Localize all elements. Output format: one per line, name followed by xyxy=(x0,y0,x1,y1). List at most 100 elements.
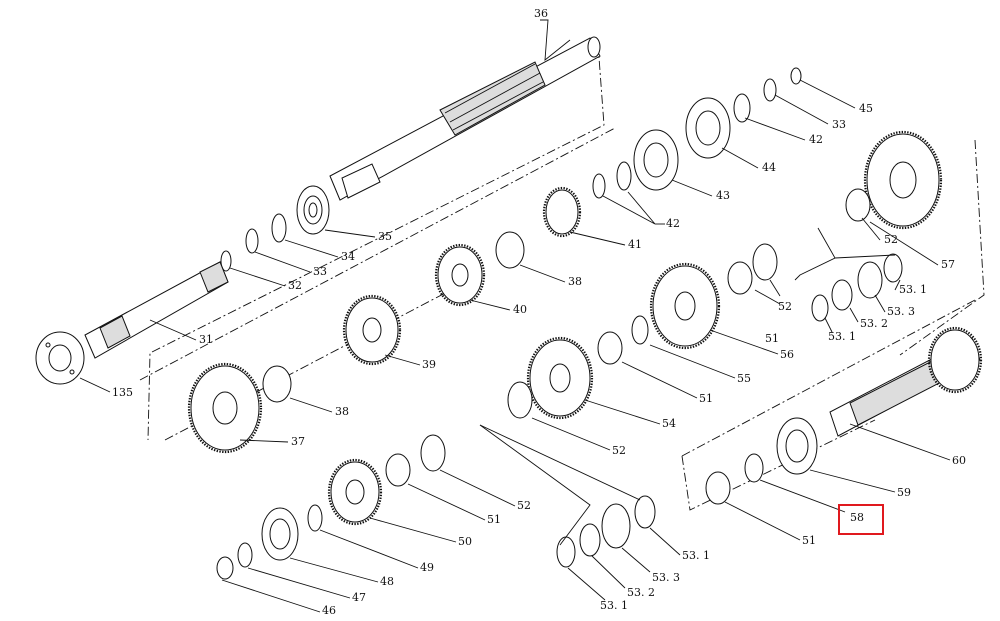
gear-39 xyxy=(342,294,402,366)
callout-47: 47 xyxy=(352,591,366,604)
callout-38-lower: 38 xyxy=(335,405,349,418)
sleeve-51-right xyxy=(705,471,731,505)
callout-52-right: 52 xyxy=(778,300,792,313)
gear-57 xyxy=(863,130,943,230)
shaft-60 xyxy=(829,326,983,437)
callout-33-left: 33 xyxy=(313,265,327,278)
callout-53-2-low: 53. 2 xyxy=(627,586,655,599)
callout-58: 58 xyxy=(850,511,864,524)
gear-40 xyxy=(434,243,486,307)
sleeve-38-lower xyxy=(262,365,292,403)
callout-31: 31 xyxy=(199,333,213,346)
bearing-48 xyxy=(261,507,299,561)
callout-52-mid: 52 xyxy=(612,444,626,457)
callout-135: 135 xyxy=(112,386,133,399)
sleeve-38-upper xyxy=(495,231,525,269)
group-outlines xyxy=(139,43,985,511)
synchro-53-3-low xyxy=(601,503,631,549)
synchro-53-1-low-right xyxy=(634,495,656,529)
callout-53-3-right: 53. 3 xyxy=(887,305,915,318)
shaft-31 xyxy=(84,261,229,359)
bearing-44 xyxy=(685,97,731,159)
ring-47 xyxy=(237,542,253,568)
callout-57: 57 xyxy=(941,258,955,271)
sleeve-51-mid xyxy=(597,331,623,365)
synchro-53-3-right xyxy=(857,261,883,299)
bearing-43 xyxy=(633,129,679,191)
gear-56 xyxy=(649,262,721,350)
callout-51-right: 51 xyxy=(802,534,816,547)
flange-135 xyxy=(35,331,85,385)
bearing-35 xyxy=(296,185,330,235)
synchro-53-2-right xyxy=(831,279,853,311)
callout-34: 34 xyxy=(341,250,355,263)
sleeve-51-low xyxy=(385,453,411,487)
callout-56: 56 xyxy=(780,348,794,361)
callout-53-2-right: 53. 2 xyxy=(860,317,888,330)
washer-36-end xyxy=(587,36,601,58)
circlip-52-mid xyxy=(507,381,533,419)
gear-41 xyxy=(542,186,582,238)
callout-60: 60 xyxy=(952,454,966,467)
callout-40: 40 xyxy=(513,303,527,316)
ring-55 xyxy=(631,315,649,345)
bearing-59 xyxy=(776,417,818,475)
callout-55: 55 xyxy=(737,372,751,385)
ring-49 xyxy=(307,504,323,532)
circlip-52-low xyxy=(420,434,446,472)
ring-42-a xyxy=(592,173,606,199)
callout-49: 49 xyxy=(420,561,434,574)
callout-42-top: 42 xyxy=(809,133,823,146)
circlip-52-top xyxy=(845,188,871,222)
circlip-33-top xyxy=(763,78,777,102)
callout-38-upper: 38 xyxy=(568,275,582,288)
circlip-32 xyxy=(220,250,232,272)
ring-42-c xyxy=(733,93,751,123)
callout-32: 32 xyxy=(288,279,302,292)
callout-52-top: 52 xyxy=(884,233,898,246)
callout-53-1-right: 53. 1 xyxy=(899,283,927,296)
callout-51-low: 51 xyxy=(487,513,501,526)
synchro-53-2-low xyxy=(579,523,601,557)
ring-46 xyxy=(216,556,234,580)
callout-39: 39 xyxy=(422,358,436,371)
synchro-53-1-right xyxy=(883,253,903,283)
callout-44: 44 xyxy=(762,161,776,174)
callout-52-low: 52 xyxy=(517,499,531,512)
highlight-box xyxy=(838,504,884,535)
synchro-53-1-low-left xyxy=(556,536,576,568)
gear-37 xyxy=(187,362,263,454)
circlip-52-right xyxy=(752,243,778,281)
callout-53-1-left: 53. 1 xyxy=(828,330,856,343)
gear-54 xyxy=(526,336,594,420)
callout-54: 54 xyxy=(662,417,676,430)
circlip-33 xyxy=(245,228,259,254)
callout-36: 36 xyxy=(534,7,548,20)
callout-46: 46 xyxy=(322,604,336,617)
callout-51-top: 51 xyxy=(765,332,779,345)
gear-50 xyxy=(327,458,383,526)
callout-51-mid: 51 xyxy=(699,392,713,405)
callout-33-top: 33 xyxy=(832,118,846,131)
ring-58 xyxy=(744,453,764,483)
ring-34 xyxy=(271,213,287,243)
shaft-36 xyxy=(329,37,601,201)
leader-lines xyxy=(79,19,951,613)
callout-37: 37 xyxy=(291,435,305,448)
callout-53-1-low-right: 53. 1 xyxy=(682,549,710,562)
callout-53-1-low-left: 53. 1 xyxy=(600,599,628,612)
sleeve-51-top xyxy=(727,261,753,295)
callout-45: 45 xyxy=(859,102,873,115)
ring-42-b xyxy=(616,161,632,191)
callout-42-mid: 42 xyxy=(666,217,680,230)
circlip-45 xyxy=(790,67,802,85)
synchro-53-1-left xyxy=(811,294,829,322)
callout-59: 59 xyxy=(897,486,911,499)
callout-35: 35 xyxy=(378,230,392,243)
callout-53-3-low: 53. 3 xyxy=(652,571,680,584)
callout-labels: 36 45 33 42 44 43 42 35 41 34 33 38 32 4… xyxy=(112,7,966,617)
callout-48: 48 xyxy=(380,575,394,588)
callout-43: 43 xyxy=(716,189,730,202)
